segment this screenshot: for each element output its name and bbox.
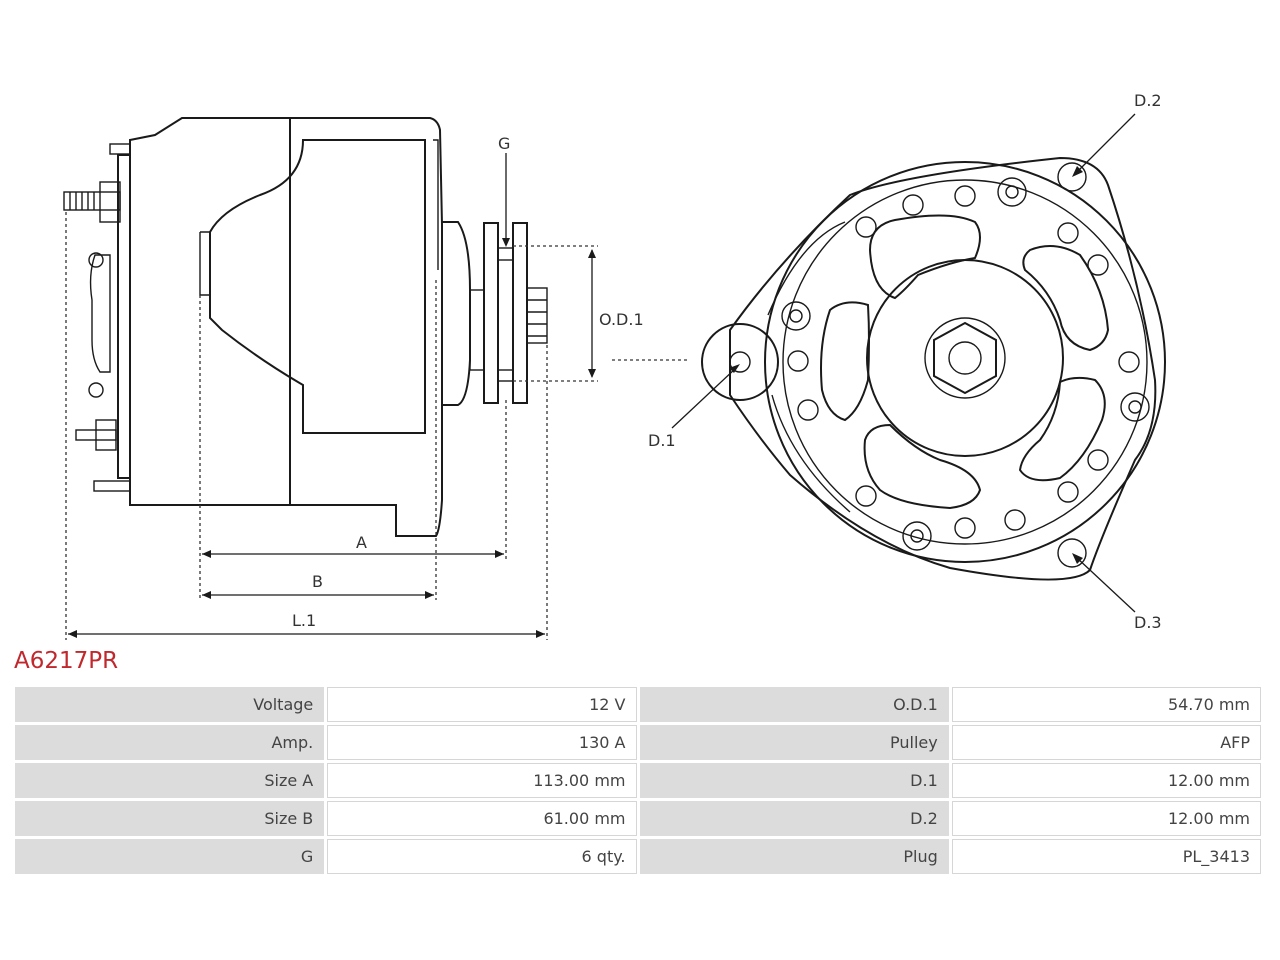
label-b: B bbox=[312, 572, 323, 591]
spec-value: PL_3413 bbox=[951, 839, 1261, 874]
spec-key: D.2 bbox=[639, 801, 949, 836]
table-row: Size B 61.00 mm D.2 12.00 mm bbox=[15, 801, 1261, 836]
spec-key: Pulley bbox=[639, 725, 949, 760]
spec-key: Size B bbox=[15, 801, 325, 836]
spec-value: 113.00 mm bbox=[327, 763, 637, 798]
spec-key: O.D.1 bbox=[639, 687, 949, 722]
alternator-technical-drawing: G O.D.1 A B L.1 D.1 D.2 D.3 bbox=[63, 91, 1166, 640]
spec-key: G bbox=[15, 839, 325, 874]
label-a: A bbox=[356, 533, 367, 552]
spec-table: Voltage 12 V O.D.1 54.70 mm Amp. 130 A P… bbox=[12, 684, 1264, 877]
spec-value: 12 V bbox=[327, 687, 637, 722]
spec-value: 54.70 mm bbox=[951, 687, 1261, 722]
table-row: G 6 qty. Plug PL_3413 bbox=[15, 839, 1261, 874]
spec-key: Voltage bbox=[15, 687, 325, 722]
table-row: Voltage 12 V O.D.1 54.70 mm bbox=[15, 687, 1261, 722]
spec-value: 130 A bbox=[327, 725, 637, 760]
spec-key: Size A bbox=[15, 763, 325, 798]
part-number-title: A6217PR bbox=[14, 648, 119, 674]
label-d3: D.3 bbox=[1134, 613, 1162, 632]
label-od1: O.D.1 bbox=[599, 310, 644, 329]
spec-key: Amp. bbox=[15, 725, 325, 760]
spec-value: 61.00 mm bbox=[327, 801, 637, 836]
spec-value: 12.00 mm bbox=[951, 801, 1261, 836]
spec-value: 12.00 mm bbox=[951, 763, 1261, 798]
spec-value: AFP bbox=[951, 725, 1261, 760]
dimension-lines bbox=[65, 153, 598, 640]
spec-value: 6 qty. bbox=[327, 839, 637, 874]
table-row: Size A 113.00 mm D.1 12.00 mm bbox=[15, 763, 1261, 798]
table-row: Amp. 130 A Pulley AFP bbox=[15, 725, 1261, 760]
label-l1: L.1 bbox=[292, 611, 316, 630]
spec-key: Plug bbox=[639, 839, 949, 874]
side-view bbox=[63, 117, 548, 537]
label-d2: D.2 bbox=[1134, 91, 1162, 110]
front-view bbox=[612, 113, 1166, 613]
spec-key: D.1 bbox=[639, 763, 949, 798]
label-g: G bbox=[498, 134, 510, 153]
label-d1: D.1 bbox=[648, 431, 676, 450]
